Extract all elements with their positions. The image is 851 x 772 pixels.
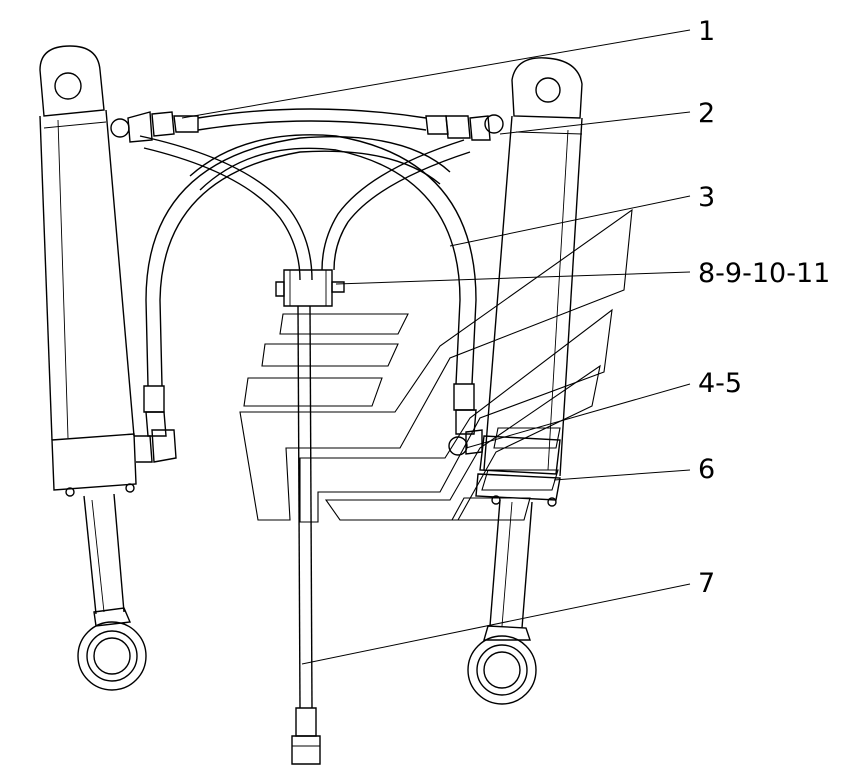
leader-lines	[181, 29, 691, 665]
callout-8-9-10-11: 8-9-10-11	[698, 258, 830, 289]
callout-3: 3	[698, 182, 715, 213]
callout-1: 1	[698, 16, 715, 47]
right-hydraulic-cylinder	[467, 57, 583, 705]
top-hose-1	[110, 108, 504, 143]
left-hydraulic-cylinder	[39, 45, 177, 691]
callout-6: 6	[698, 454, 715, 485]
watermark-logo	[239, 208, 633, 523]
callout-labels: 1 2 3 8-9-10-11 4-5 6 7	[698, 16, 830, 599]
crossing-hoses-3	[139, 134, 483, 456]
callout-2: 2	[698, 98, 715, 129]
callout-7: 7	[698, 568, 715, 599]
callout-4-5: 4-5	[698, 368, 742, 399]
center-block-and-drain-line	[275, 269, 345, 765]
